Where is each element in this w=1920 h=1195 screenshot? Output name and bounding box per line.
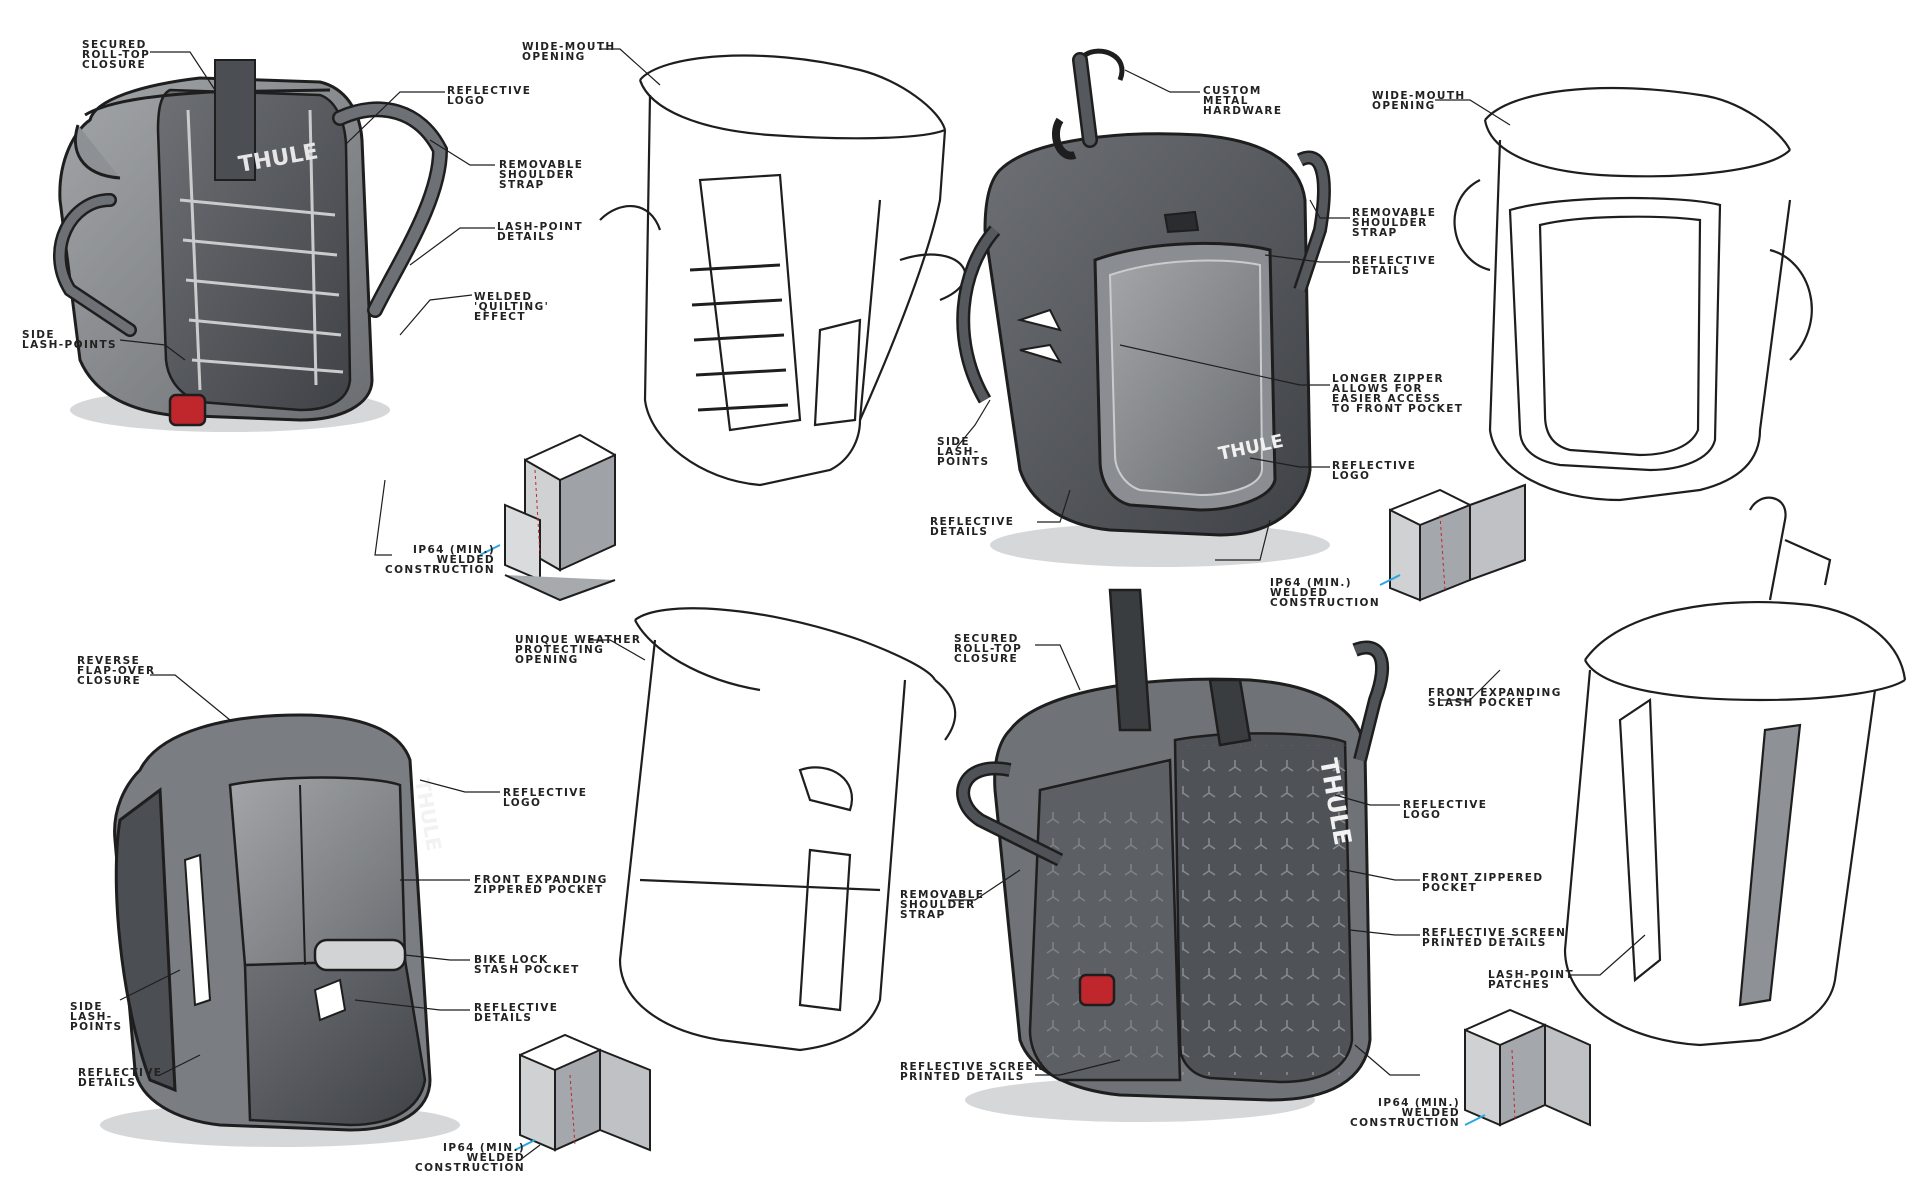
callout-widemouth-b: WIDE-MOUTH OPENING <box>522 41 616 63</box>
callout-side-lashpoints-a: SIDE LASH-POINTS <box>22 329 117 351</box>
callout-shoulder-strap-a: REMOVABLE SHOULDER STRAP <box>499 159 584 191</box>
bag-e-flapover-sketch: THULE <box>100 713 460 1147</box>
callout-reflective-details-e: REFLECTIVE DETAILS <box>474 1002 559 1024</box>
callout-reflective-details-c: REFLECTIVE DETAILS <box>1352 255 1437 277</box>
callout-reflective-details-e2: REFLECTIVE DETAILS <box>78 1067 163 1089</box>
bag-a-rolltop-sketch: THULE <box>53 59 449 432</box>
callout-reflective-details-c2: REFLECTIVE DETAILS <box>930 516 1015 538</box>
callout-ip64-a: IP64 (MIN.) WELDED CONSTRUCTION <box>385 544 496 576</box>
bag-f-weather-sketch <box>618 607 957 1052</box>
bag-g-printed-sketch: THULE <box>956 588 1390 1122</box>
bag-d-widemouth-sketch <box>1453 87 1813 502</box>
callout-slash-pocket-h: FRONT EXPANDING SLASH POCKET <box>1428 687 1562 709</box>
callout-custom-hardware-c: CUSTOM METAL HARDWARE <box>1203 85 1283 117</box>
bag-c-hook-sketch: THULE <box>956 48 1331 567</box>
ip64-box-g <box>1464 1008 1591 1127</box>
callout-reflective-logo-a: REFLECTIVE LOGO <box>447 85 532 107</box>
ip64-box-e <box>514 1033 651 1152</box>
callout-secured-rolltop-g: SECURED ROLL-TOP CLOSURE <box>954 633 1023 665</box>
callout-side-lashpoints-c: SIDE LASH- POINTS <box>937 436 990 468</box>
callout-reflective-logo-e: REFLECTIVE LOGO <box>503 787 588 809</box>
callout-widemouth-d: WIDE-MOUTH OPENING <box>1372 90 1466 112</box>
callout-ip64-e: IP64 (MIN.) WELDED CONSTRUCTION <box>415 1142 526 1174</box>
bag-h-slashpocket-sketch <box>1563 496 1907 1047</box>
callout-ip64-g: IP64 (MIN.) WELDED CONSTRUCTION <box>1350 1097 1461 1129</box>
callout-reflective-logo-g: REFLECTIVE LOGO <box>1403 799 1488 821</box>
callout-reverse-flap-e: REVERSE FLAP-OVER CLOSURE <box>77 655 156 687</box>
callout-lashpoint-patches-h: LASH-POINT PATCHES <box>1488 969 1575 991</box>
callout-secured-rolltop-a: SECURED ROLL-TOP CLOSURE <box>82 39 151 71</box>
callout-screen-printed-g2: REFLECTIVE SCREEN PRINTED DETAILS <box>900 1061 1045 1083</box>
callout-bike-lock-e: BIKE LOCK STASH POCKET <box>474 954 580 976</box>
callout-front-zippered-g: FRONT ZIPPERED POCKET <box>1422 872 1544 894</box>
callout-weather-opening-f: UNIQUE WEATHER PROTECTING OPENING <box>515 634 642 666</box>
callout-side-lashpoints-e: SIDE LASH- POINTS <box>70 1001 123 1033</box>
callout-welded-quilting-a: WELDED 'QUILTING' EFFECT <box>474 291 550 323</box>
callout-ip64-c: IP64 (MIN.) WELDED CONSTRUCTION <box>1270 577 1381 609</box>
callout-reflective-logo-c: REFLECTIVE LOGO <box>1332 460 1417 482</box>
ip64-box-a <box>479 433 616 602</box>
callout-screen-printed-g: REFLECTIVE SCREEN PRINTED DETAILS <box>1422 927 1567 949</box>
callout-shoulder-strap-c: REMOVABLE SHOULDER STRAP <box>1352 207 1437 239</box>
ip64-box-c <box>1379 483 1526 602</box>
leader-lines <box>119 48 1646 1161</box>
callout-front-pocket-e: FRONT EXPANDING ZIPPERED POCKET <box>474 874 608 896</box>
callout-lashpoint-details-a: LASH-POINT DETAILS <box>497 221 584 243</box>
callout-longer-zipper-c: LONGER ZIPPER ALLOWS FOR EASIER ACCESS T… <box>1332 373 1464 415</box>
callout-shoulder-strap-g: REMOVABLE SHOULDER STRAP <box>900 889 985 921</box>
bag-b-widemouth-sketch <box>599 54 967 487</box>
